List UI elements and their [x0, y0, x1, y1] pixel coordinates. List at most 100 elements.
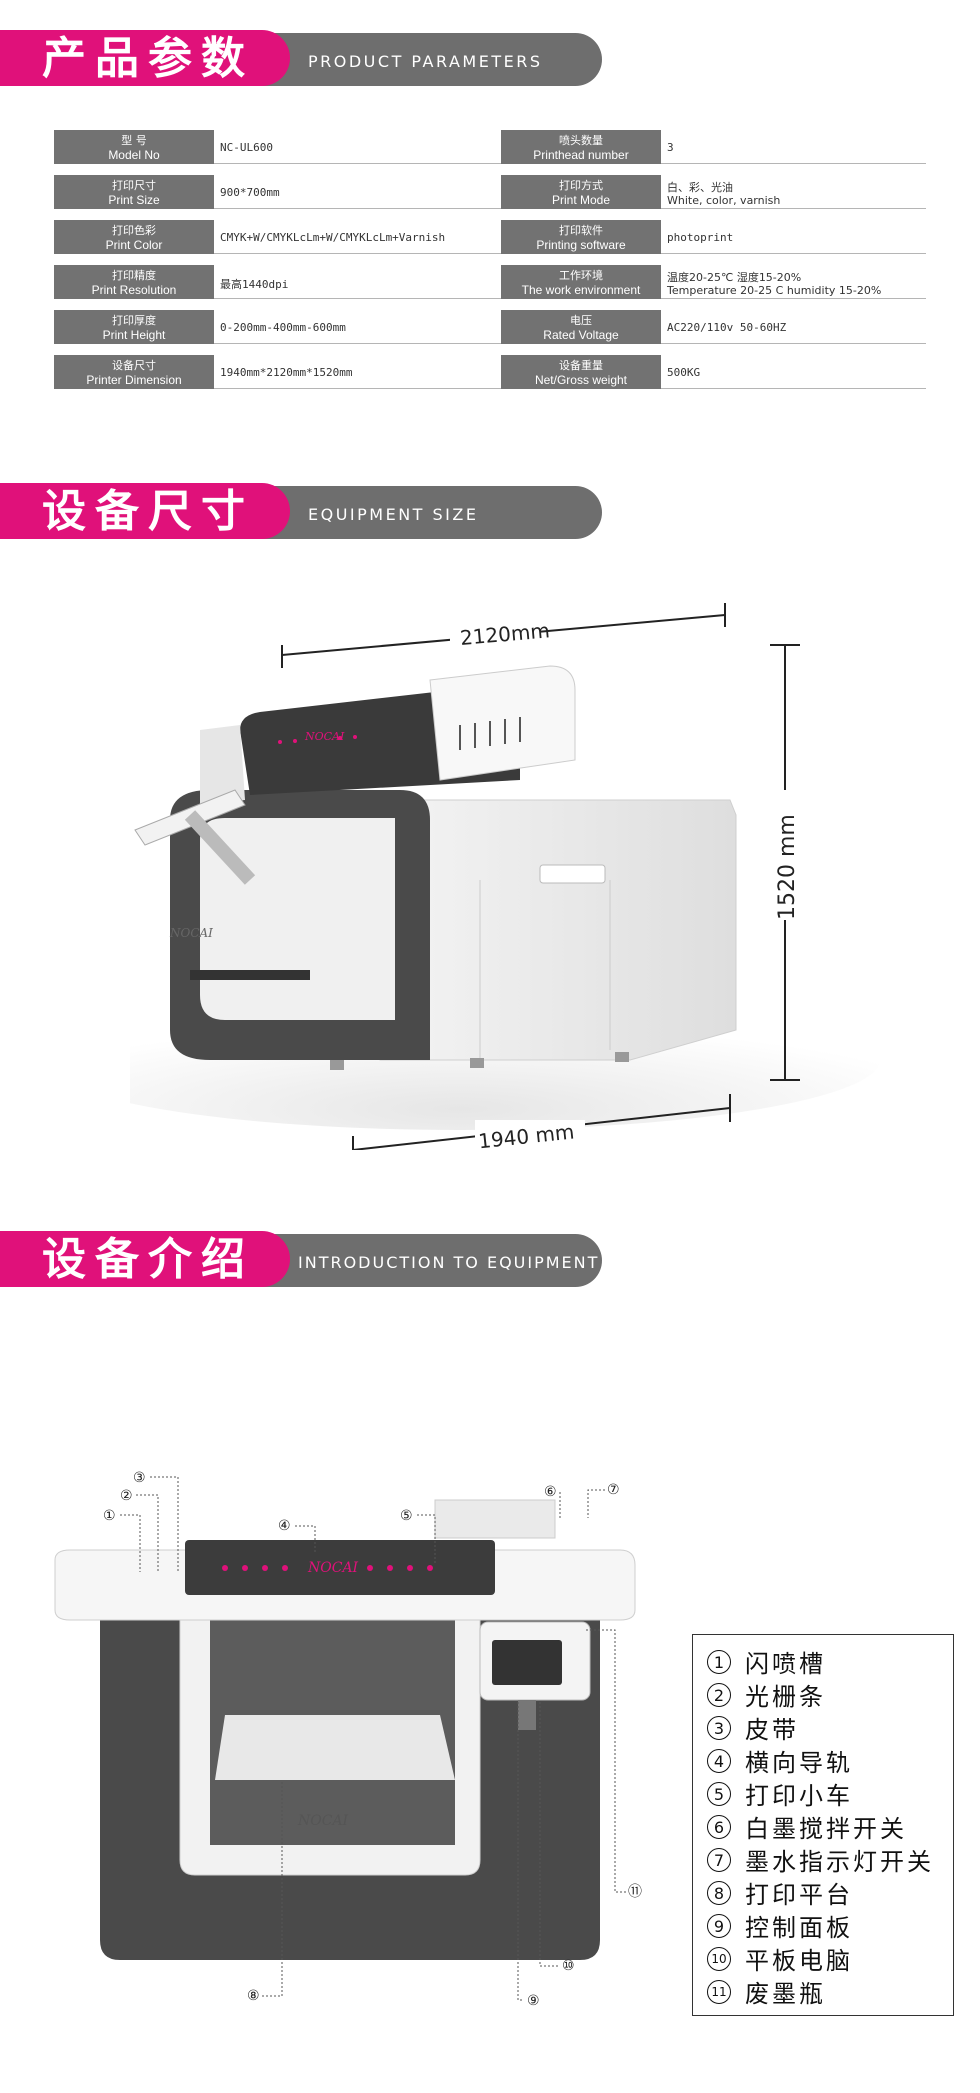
param-value: AC220/110v 50-60HZ [661, 310, 926, 344]
section-banner-params: 产品参数 PRODUCT PARAMETERS [0, 30, 602, 86]
print-platform [215, 1715, 455, 1780]
banner-pink-tab [0, 483, 290, 539]
section-title-cn: 产品参数 [42, 33, 254, 84]
legend-text: 打印平台 [745, 1881, 853, 1909]
param-value: 500KG [661, 355, 926, 389]
param-value: 900*700mm [214, 175, 554, 209]
legend-number: 5 [707, 1781, 731, 1806]
legend-number: 3 [707, 1715, 731, 1740]
led-dots [222, 1565, 433, 1571]
gantry-side [200, 725, 245, 805]
callout-1: ① [103, 1508, 116, 1524]
callout-7: ⑦ [607, 1482, 620, 1498]
carriage-rail [185, 1540, 495, 1595]
legend-number: 4 [707, 1748, 731, 1773]
legend-number: 6 [707, 1814, 731, 1839]
callout-6: ⑥ [544, 1484, 557, 1500]
banner-pink-tab [0, 30, 290, 86]
printer-logo: NOCAI [307, 1560, 359, 1576]
param-value: CMYK+W/CMYKLcLm+W/CMYKLcLm+Varnish [214, 220, 554, 254]
legend-item: 1 闪喷槽 [707, 1645, 953, 1678]
param-value: 0-200mm-400mm-600mm [214, 310, 554, 344]
printer-dimension-illustration: NOCAI NOCAI 2120mm 1520 mm 1940 mm [130, 603, 880, 1150]
param-value: 最高1440dpi [214, 265, 554, 299]
callout-3: ③ [133, 1470, 146, 1486]
callout-5: ⑤ [400, 1508, 413, 1524]
printer-logo: NOCAI [304, 730, 345, 743]
param-value: photoprint [661, 220, 926, 254]
legend-item: 4 横向导轨 [707, 1744, 953, 1777]
ink-tank-bank [434, 1499, 556, 1539]
banner-pink-tab [0, 1231, 290, 1287]
callout-group: ③ ② ① ④ ⑤ ⑥ ⑦ ⑧ ⑨ ⑩ ⑪ [103, 1470, 642, 2009]
section-title-en: INTRODUCTION TO EQUIPMENT [298, 1253, 600, 1272]
legend-text: 废墨瓶 [745, 1980, 826, 2008]
frame-logo: NOCAI [169, 926, 213, 940]
callout-4: ④ [278, 1518, 291, 1534]
legend-number: 8 [707, 1880, 731, 1905]
section-title-cn: 设备尺寸 [42, 486, 254, 537]
legend-item: 7 墨水指示灯开关 [707, 1843, 953, 1876]
carriage-cover [429, 665, 576, 781]
printer-cabinet [379, 799, 737, 1061]
param-value: 温度20-25℃ 湿度15-20%Temperature 20-25 C hum… [661, 265, 926, 299]
param-value: 3 [661, 130, 926, 164]
legend-text: 墨水指示灯开关 [745, 1848, 934, 1876]
callout-10: ⑩ [562, 1958, 575, 1974]
frame-logo: NOCAI [297, 1813, 349, 1829]
section-title-en: EQUIPMENT SIZE [308, 505, 479, 524]
legend-number: 2 [707, 1682, 731, 1707]
callout-leaders [120, 1476, 626, 2001]
legend-number: 11 [707, 1979, 731, 2004]
led-dots [278, 735, 357, 744]
legend-number: 9 [707, 1913, 731, 1938]
tablet-arm [518, 1700, 536, 1730]
legend-text: 闪喷槽 [745, 1650, 826, 1678]
param-value: NC-UL600 [214, 130, 554, 164]
legend-item: 8 打印平台 [707, 1876, 953, 1909]
param-value: 1940mm*2120mm*1520mm [214, 355, 554, 389]
legend-number: 10 [707, 1946, 731, 1971]
legend-number: 7 [707, 1847, 731, 1872]
tablet-arm [184, 810, 256, 885]
printer-foot [615, 1052, 629, 1062]
depth-label-bg [475, 1120, 585, 1144]
tablet-screen [492, 1640, 562, 1685]
printer-foot [470, 1058, 484, 1068]
callout-11: ⑪ [628, 1884, 642, 1900]
cabinet-handle [539, 864, 606, 884]
legend-text: 白墨搅拌开关 [745, 1815, 907, 1843]
height-label: 1520 mm [775, 814, 800, 920]
callout-2: ② [120, 1488, 133, 1504]
section-title-cn: 设备介绍 [42, 1234, 254, 1285]
printer-foot [330, 1060, 344, 1070]
legend-text: 横向导轨 [745, 1749, 853, 1777]
width-label-bg [450, 624, 540, 646]
legend-item: 11 废墨瓶 [707, 1975, 953, 2008]
section-banner-intro: 设备介绍 INTRODUCTION TO EQUIPMENT [0, 1231, 602, 1287]
height-label-bg [773, 790, 797, 920]
legend-number: 1 [707, 1649, 731, 1674]
